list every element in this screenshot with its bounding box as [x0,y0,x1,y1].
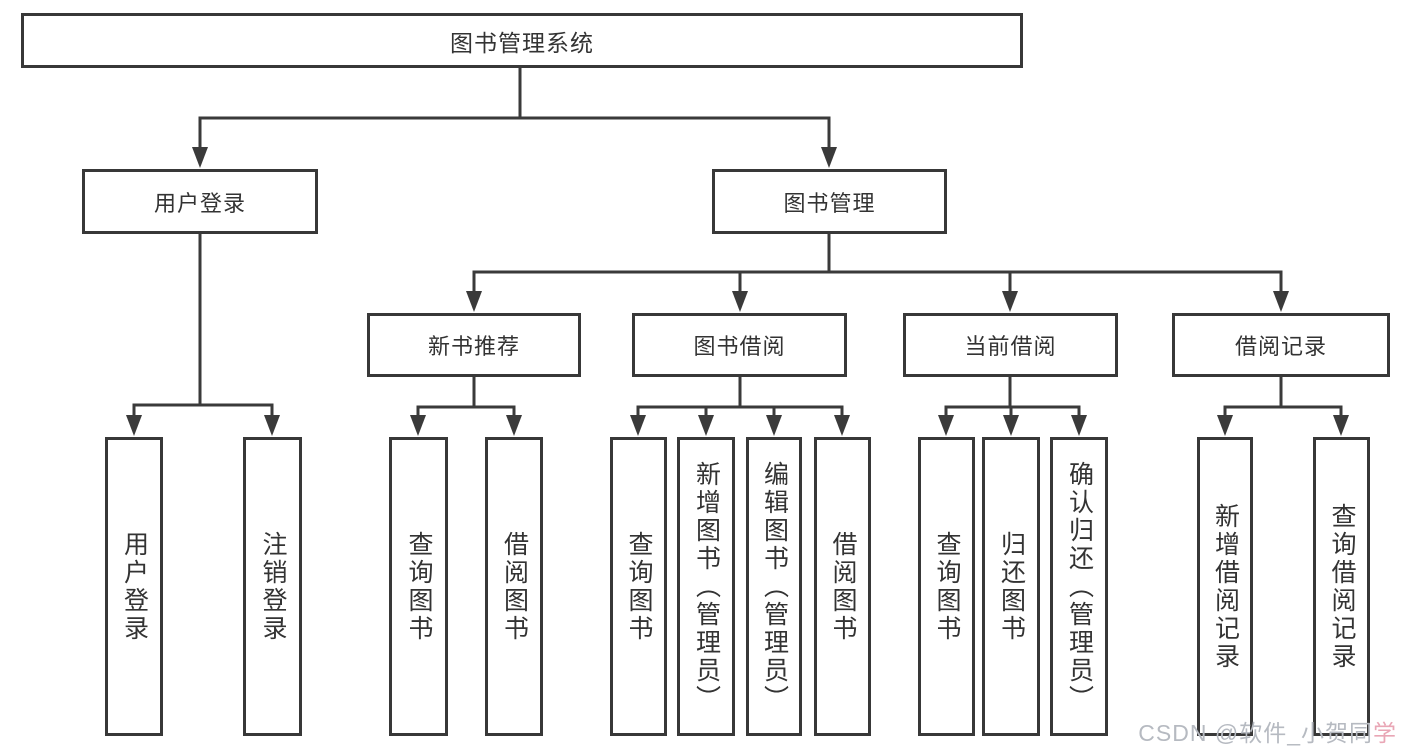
connector-book-borrow-branch [636,375,844,419]
connector-current-borrow-branch [944,375,1081,419]
watermark: CSDN @软件_小贺同学 [1138,714,1397,748]
leaf-edit-books-admin-label: 编辑图书（管理员） [760,460,789,713]
connector-user-login-branch [132,232,274,419]
leaf-logout-label: 注销登录 [259,530,287,643]
leaf-borrow-books-1-label: 借阅图书 [500,530,529,643]
node-borrow-records-label: 借阅记录 [1234,334,1327,359]
arrow-icon [1002,291,1018,312]
node-root-label: 图书管理系统 [450,29,594,56]
node-book-borrow: 图书借阅 [632,313,847,377]
arrow-icon [834,415,850,436]
leaf-borrow-books-2-label: 借阅图书 [829,530,857,643]
leaf-edit-books-admin: 编辑图书（管理员） [746,437,802,736]
arrow-icon [1071,415,1087,436]
arrow-icon [732,291,748,312]
node-book-management-label: 图书管理 [783,190,876,216]
connector-root-to-level2 [198,66,831,151]
leaf-return-books-label: 归还图书 [997,530,1026,643]
connector-book-mgmt-to-level3 [472,232,1283,295]
node-current-borrow-label: 当前借阅 [964,334,1057,359]
leaf-logout: 注销登录 [243,437,302,736]
arrow-icon [410,415,426,436]
arrow-icon [192,147,208,168]
arrow-icon [264,415,280,436]
node-user-login: 用户登录 [82,169,318,234]
connector-borrow-records-branch [1223,375,1343,419]
node-new-book-recommend: 新书推荐 [367,313,581,377]
arrow-icon [1273,291,1289,312]
leaf-add-books-admin-label: 新增图书（管理员） [692,460,721,713]
leaf-query-books-3-label: 查询图书 [933,530,961,643]
leaf-query-borrow-record: 查询借阅记录 [1313,437,1370,736]
node-user-login-label: 用户登录 [153,190,246,216]
leaf-return-books: 归还图书 [982,437,1040,736]
node-root-system: 图书管理系统 [21,13,1023,68]
leaf-borrow-books-2: 借阅图书 [814,437,871,736]
leaf-confirm-return-admin-label: 确认归还（管理员） [1065,460,1094,713]
arrow-icon [698,415,714,436]
leaf-query-books-1-label: 查询图书 [405,530,433,643]
leaf-user-login: 用户登录 [105,437,163,736]
leaf-query-books-1: 查询图书 [389,437,448,736]
arrow-icon [630,415,646,436]
leaf-add-borrow-record: 新增借阅记录 [1197,437,1253,736]
leaf-borrow-books-1: 借阅图书 [485,437,543,736]
arrow-icon [1003,415,1019,436]
node-borrow-records: 借阅记录 [1172,313,1390,377]
node-book-borrow-label: 图书借阅 [693,334,786,359]
leaf-add-books-admin: 新增图书（管理员） [677,437,735,736]
leaf-user-login-label: 用户登录 [120,530,149,643]
node-current-borrow: 当前借阅 [903,313,1118,377]
arrow-icon [506,415,522,436]
node-book-management: 图书管理 [712,169,947,234]
arrow-icon [126,415,142,436]
leaf-query-books-3: 查询图书 [918,437,975,736]
connector-new-book-branch [416,375,516,419]
arrow-icon [1217,415,1233,436]
leaf-query-books-2-label: 查询图书 [625,530,653,643]
arrow-icon [766,415,782,436]
watermark-accent: 学 [1373,720,1397,746]
arrow-icon [1333,415,1349,436]
arrow-icon [938,415,954,436]
watermark-text: CSDN @软件_小贺同 [1138,720,1373,746]
leaf-add-borrow-record-label: 新增借阅记录 [1211,502,1240,671]
node-new-book-recommend-label: 新书推荐 [427,334,520,359]
leaf-confirm-return-admin: 确认归还（管理员） [1050,437,1108,736]
arrow-icon [821,147,837,168]
leaf-query-books-2: 查询图书 [610,437,667,736]
leaf-query-borrow-record-label: 查询借阅记录 [1328,502,1356,671]
arrow-icon [466,291,482,312]
